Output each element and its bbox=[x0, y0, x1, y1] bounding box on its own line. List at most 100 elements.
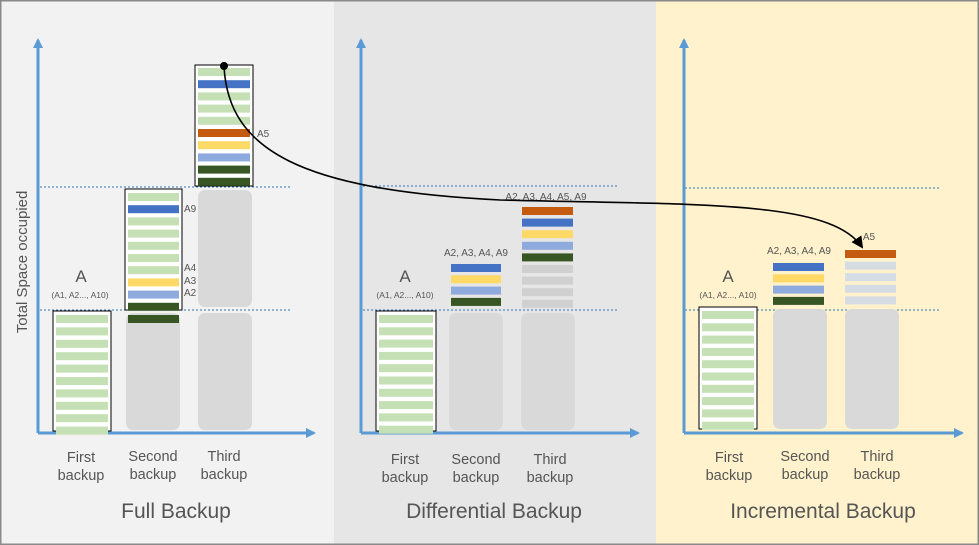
diff-third-block bbox=[522, 218, 573, 227]
inc-third-block bbox=[845, 261, 896, 270]
inc-second-caption: A2, A3, A4, A9 bbox=[767, 246, 831, 257]
diff-x-third-1: Third bbox=[533, 452, 566, 468]
diff-x-second-2: backup bbox=[453, 470, 500, 486]
block-stacks bbox=[52, 64, 896, 435]
full-third-block bbox=[198, 153, 250, 162]
full-first-block bbox=[56, 364, 108, 373]
inc-first-block bbox=[702, 323, 754, 332]
diff-x-first-1: First bbox=[391, 452, 419, 468]
full-first-block bbox=[56, 389, 108, 398]
inc-first-block bbox=[702, 384, 754, 393]
full-panel-title: Full Backup bbox=[121, 500, 231, 523]
diff-third-block bbox=[522, 241, 573, 250]
inc-x-first-2: backup bbox=[706, 468, 753, 484]
diff-first-block bbox=[379, 401, 433, 410]
diff-first-block bbox=[379, 364, 433, 373]
inc-third-block bbox=[845, 250, 896, 258]
differential-panel-title: Differential Backup bbox=[406, 500, 582, 523]
inc-first-block bbox=[702, 311, 754, 319]
full-x-third-1: Third bbox=[207, 449, 240, 465]
full-tag-a9: A9 bbox=[184, 204, 197, 215]
full-third-block bbox=[198, 165, 250, 174]
inc-x-first-1: First bbox=[715, 450, 743, 466]
diff-third-block bbox=[522, 288, 573, 297]
inc-first-block bbox=[702, 347, 754, 356]
diff-first-block bbox=[379, 327, 433, 336]
diff-first-block bbox=[379, 339, 433, 348]
diff-second-block bbox=[451, 264, 501, 272]
placeholder-boxes bbox=[126, 190, 899, 430]
full-x-first-2: backup bbox=[58, 468, 105, 484]
full-first-block bbox=[56, 377, 108, 385]
full-second-block bbox=[128, 241, 179, 250]
inc-first-block bbox=[702, 409, 754, 418]
inc-x-third-1: Third bbox=[860, 449, 893, 465]
full-second-block bbox=[128, 205, 179, 214]
diff-first-block bbox=[379, 388, 433, 397]
inc-x-third-2: backup bbox=[854, 467, 901, 483]
incremental-panel-title: Incremental Backup bbox=[730, 500, 916, 523]
diff-third-block bbox=[522, 253, 573, 262]
diff-x-labels: First backup Second backup Third backup bbox=[382, 452, 574, 486]
a5-arrow-start-dot bbox=[220, 62, 228, 70]
full-x-second-2: backup bbox=[130, 467, 177, 483]
full-tag-a5: A5 bbox=[257, 129, 270, 140]
inc-first-block bbox=[702, 372, 754, 381]
inc-third-block bbox=[845, 284, 896, 293]
inc-third-block bbox=[845, 273, 896, 282]
full-x-third-2: backup bbox=[201, 467, 248, 483]
inc-second-block bbox=[773, 274, 824, 283]
full-third-block bbox=[198, 129, 250, 137]
diff-first-block bbox=[379, 315, 433, 323]
full-third-block bbox=[198, 116, 250, 125]
full-third-block bbox=[198, 177, 250, 186]
diff-third-caption: A2, A3, A4, A5, A9 bbox=[505, 192, 587, 203]
full-a-title: A bbox=[75, 267, 87, 286]
inc-a-subtitle: (A1, A2..., A10) bbox=[699, 290, 756, 300]
diff-third-block bbox=[522, 230, 573, 239]
diff-third-block bbox=[522, 207, 573, 215]
inc-third-caption: A5 bbox=[863, 232, 876, 243]
full-third-block bbox=[198, 80, 250, 89]
full-second-block bbox=[128, 217, 179, 226]
inc-x-second-1: Second bbox=[780, 449, 829, 465]
inc-third-block bbox=[845, 296, 896, 305]
full-x-labels: First backup Second backup Third backup bbox=[58, 449, 248, 484]
inc-second-block bbox=[773, 285, 824, 294]
inc-a-title: A bbox=[722, 267, 734, 286]
y-axis-label: Total Space occupied bbox=[14, 191, 31, 334]
full-third-block bbox=[198, 92, 250, 101]
full-second-block bbox=[128, 193, 179, 201]
diff-a-title: A bbox=[399, 267, 411, 286]
diff-first-block bbox=[379, 376, 433, 385]
full-first-block bbox=[56, 327, 108, 336]
inc-second-block bbox=[773, 296, 824, 305]
full-first-block bbox=[56, 352, 108, 361]
full-first-block bbox=[56, 414, 108, 423]
diff-second-caption: A2, A3, A4, A9 bbox=[444, 248, 508, 259]
full-first-block bbox=[56, 339, 108, 348]
inc-first-block bbox=[702, 360, 754, 369]
diff-second-block bbox=[451, 297, 501, 306]
inc-first-block bbox=[702, 397, 754, 406]
full-first-block bbox=[56, 426, 108, 435]
inc-second-block bbox=[773, 263, 824, 271]
diff-third-block bbox=[522, 265, 573, 273]
differential-panel-bg bbox=[334, 0, 656, 545]
diff-x-second-1: Second bbox=[451, 452, 500, 468]
full-first-block bbox=[56, 315, 108, 323]
full-third-block bbox=[198, 104, 250, 113]
full-second-block bbox=[128, 229, 179, 238]
inc-x-labels: First backup Second backup Third backup bbox=[706, 449, 901, 484]
diff-a-subtitle: (A1, A2..., A10) bbox=[376, 290, 433, 300]
a5-arrow bbox=[223, 65, 864, 249]
diff-first-block bbox=[379, 351, 433, 360]
full-x-first-1: First bbox=[67, 450, 95, 466]
full-x-second-1: Second bbox=[128, 449, 177, 465]
full-a-subtitle: (A1, A2..., A10) bbox=[51, 290, 108, 300]
full-first-block bbox=[56, 401, 108, 410]
full-third-block bbox=[198, 141, 250, 150]
diff-third-block bbox=[522, 299, 573, 308]
